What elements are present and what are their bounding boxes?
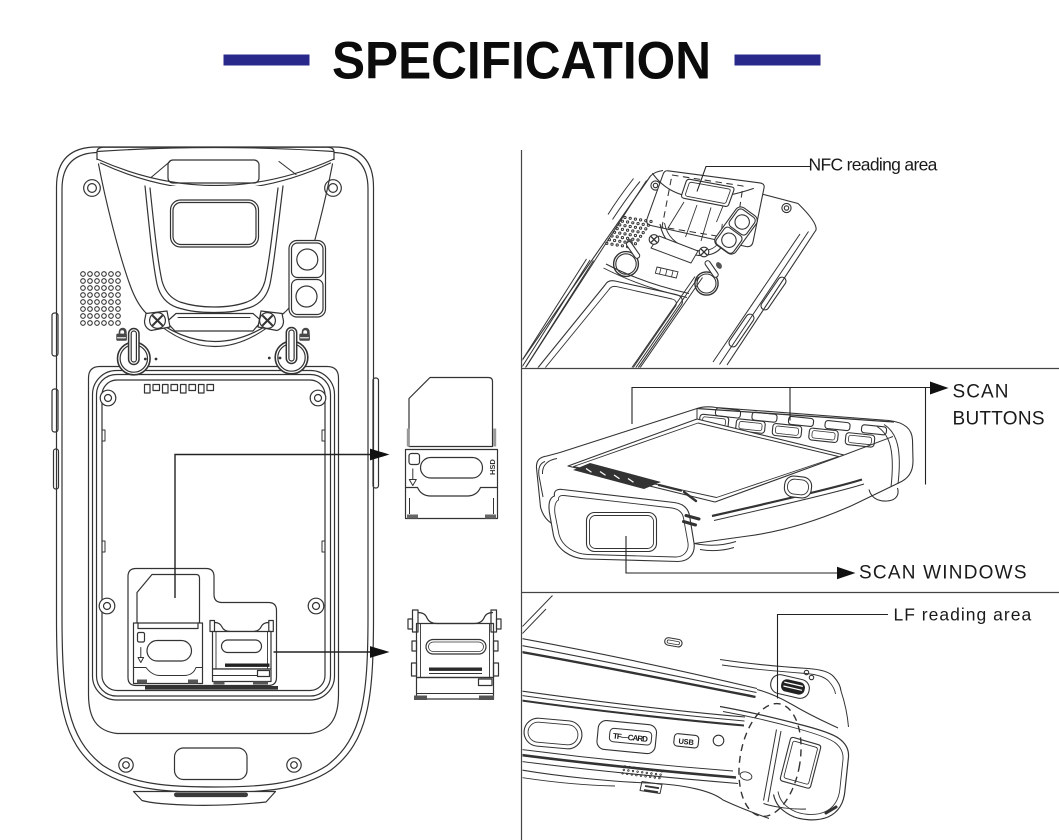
svg-text:SPECIFICATION: SPECIFICATION	[332, 32, 711, 91]
svg-text:LF reading area: LF reading area	[894, 605, 1033, 625]
svg-text:NFC reading area: NFC reading area	[809, 155, 939, 175]
svg-text:HSD: HSD	[488, 459, 497, 475]
svg-text:BUTTONS: BUTTONS	[953, 409, 1045, 430]
svg-text:SCAN WINDOWS: SCAN WINDOWS	[859, 563, 1027, 584]
svg-text:SCAN: SCAN	[953, 382, 1009, 403]
svg-text:TF—CARD: TF—CARD	[613, 732, 649, 744]
svg-text:USB: USB	[678, 737, 695, 748]
